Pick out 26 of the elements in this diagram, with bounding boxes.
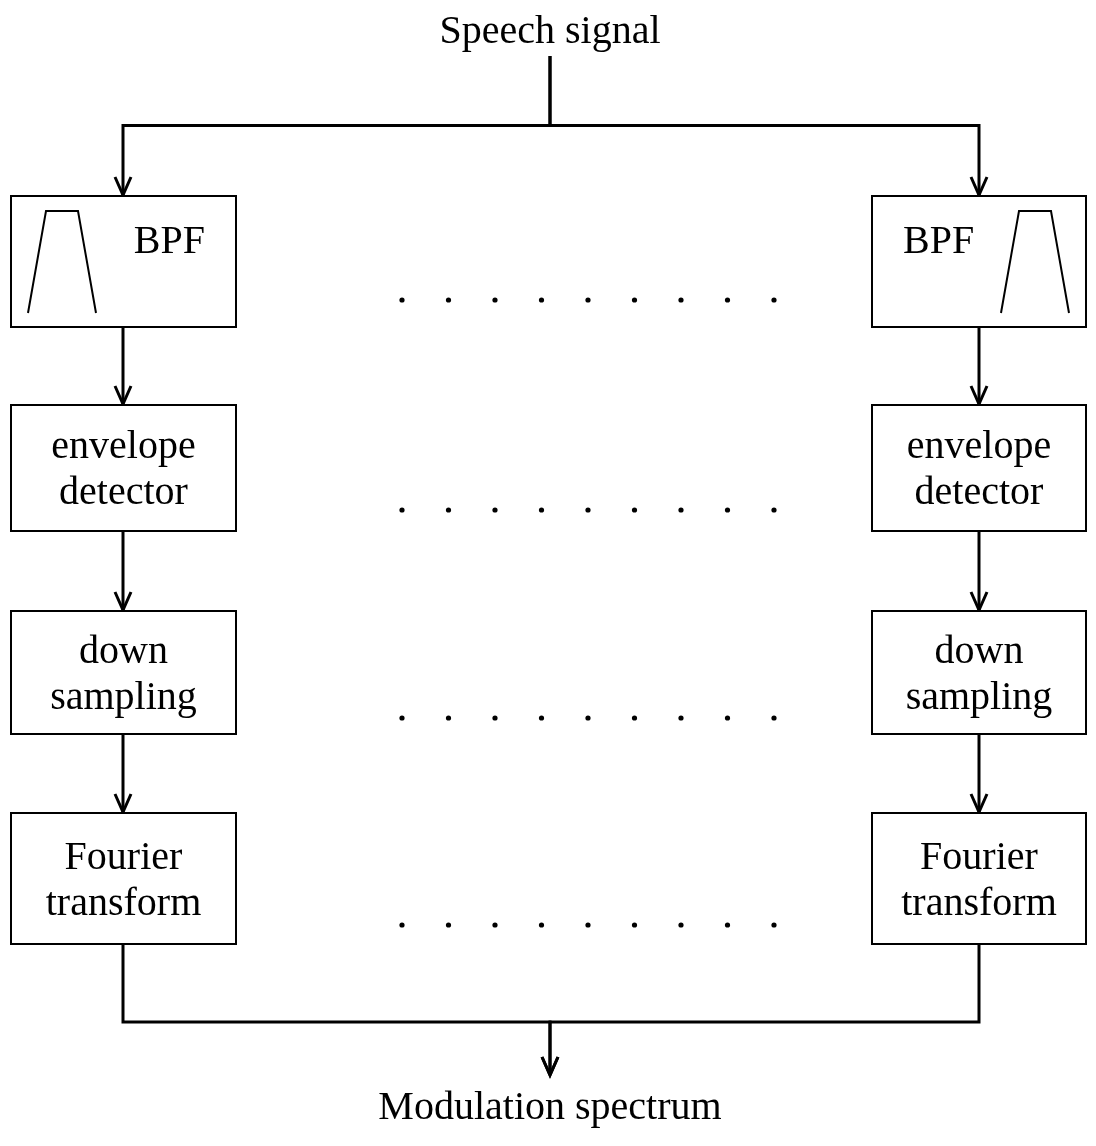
block-label: envelope detector bbox=[50, 422, 197, 514]
process-box bbox=[871, 812, 1087, 945]
block-label: Fourier transform bbox=[900, 832, 1058, 925]
arrow bbox=[969, 532, 989, 612]
arrow bbox=[113, 328, 133, 406]
block-label: down sampling bbox=[49, 626, 198, 719]
block-label: BPF bbox=[903, 217, 975, 263]
block-label: down sampling bbox=[904, 626, 1054, 719]
arrow bbox=[540, 945, 981, 1077]
arrow bbox=[969, 735, 989, 814]
process-box bbox=[871, 610, 1087, 735]
block-label: Fourier transform bbox=[44, 832, 203, 925]
signal-text: Speech signal bbox=[439, 7, 661, 53]
process-box bbox=[871, 404, 1087, 532]
arrow bbox=[113, 735, 133, 814]
process-box bbox=[10, 812, 237, 945]
process-box bbox=[10, 404, 237, 532]
arrow bbox=[113, 532, 133, 612]
process-box bbox=[871, 195, 1087, 328]
arrow bbox=[548, 56, 989, 197]
block-label: BPF bbox=[133, 217, 205, 263]
process-box bbox=[10, 195, 237, 328]
block-label: envelope detector bbox=[905, 422, 1053, 514]
signal-text: Modulation spectrum bbox=[378, 1083, 722, 1129]
arrow bbox=[969, 328, 989, 406]
process-box bbox=[10, 610, 237, 735]
